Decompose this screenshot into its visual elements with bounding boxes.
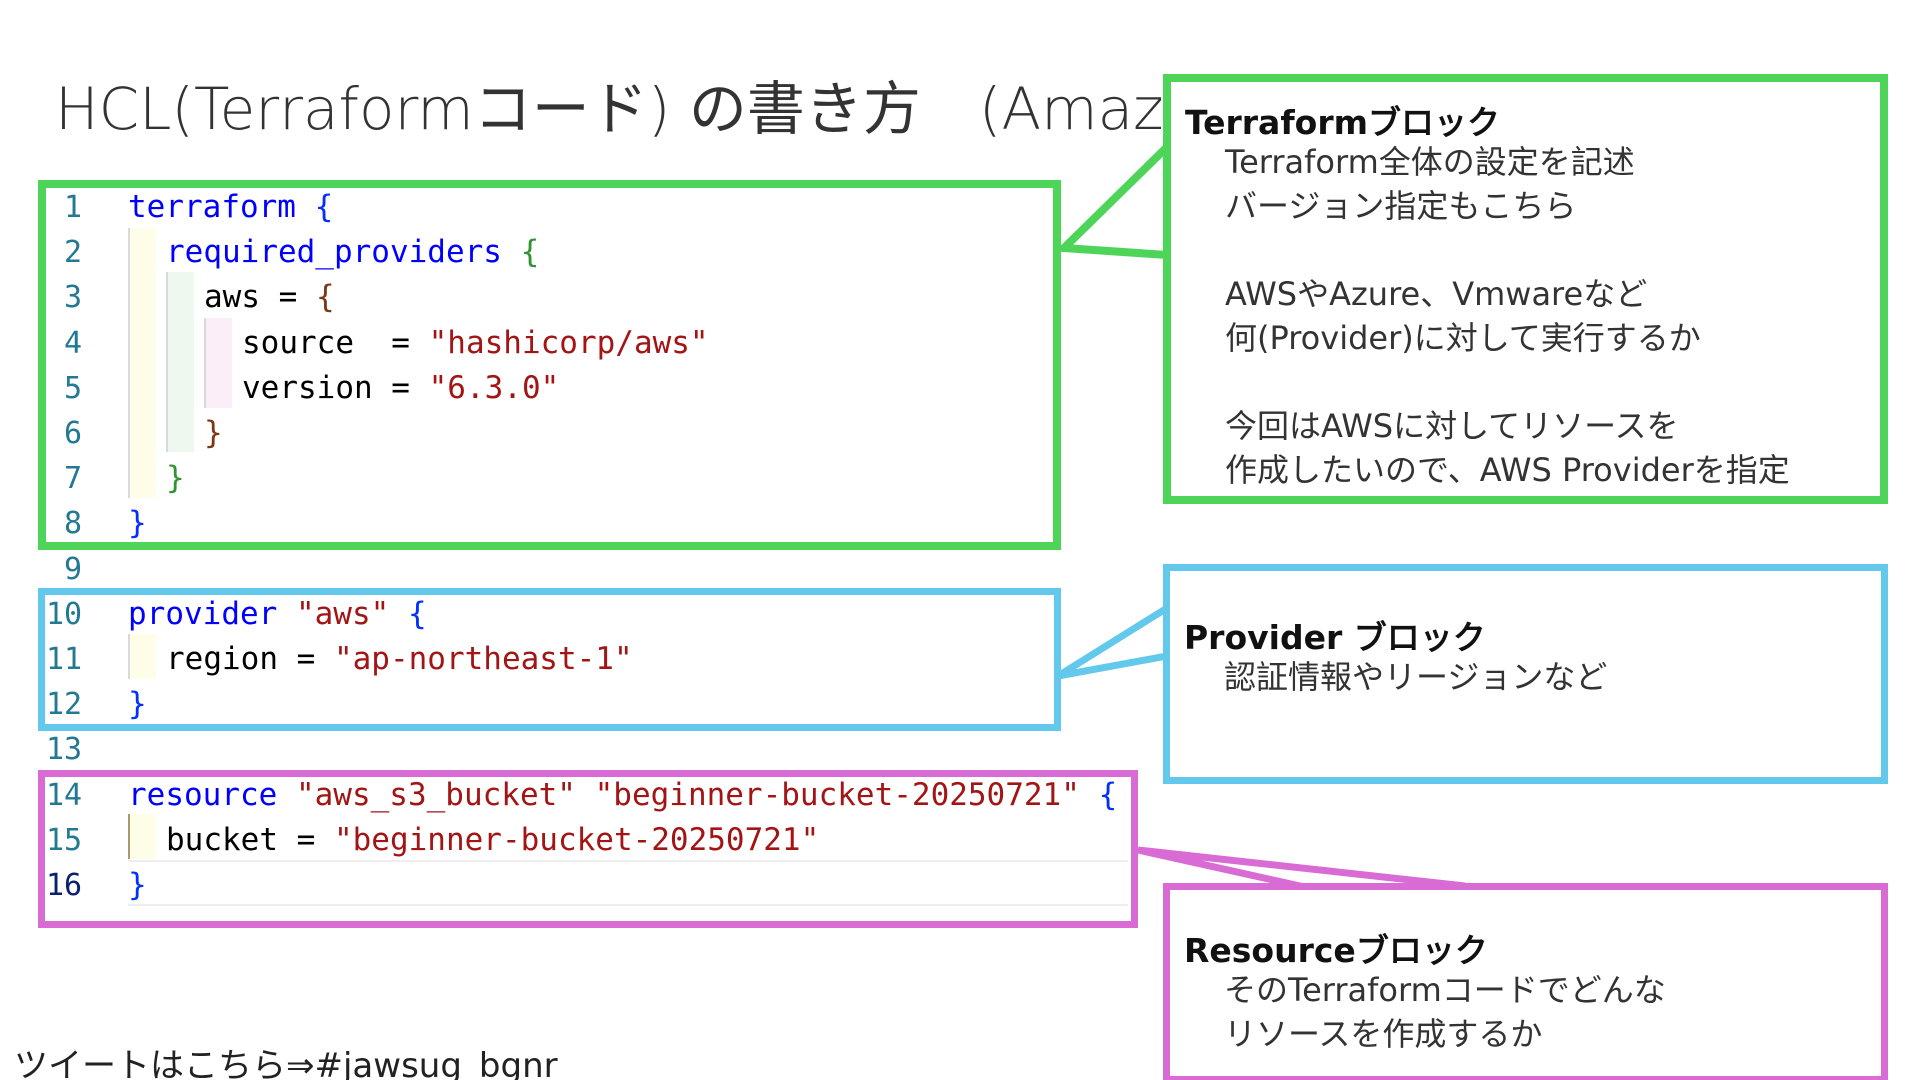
- line-number: 7: [63, 461, 82, 497]
- code-keyword: resource: [128, 776, 278, 813]
- line-number: 16: [46, 868, 83, 903]
- resource-callout-body: そのTerraformコードでどんな リソースを作成するか: [1224, 968, 1666, 1056]
- code-string: "aws_s3_bucket": [295, 776, 576, 813]
- indent-guide-line: [128, 814, 130, 859]
- note-line: バージョン指定もこちら: [1225, 187, 1577, 225]
- code-brace: {: [314, 189, 334, 225]
- code-line: resource "aws_s3_bucket" "beginner-bucke…: [128, 773, 1117, 818]
- code-line: terraform {: [128, 185, 333, 230]
- code-string: "aws": [295, 595, 390, 632]
- terraform-callout: Terraformブロック Terraform全体の設定を記述 バージョン指定も…: [1163, 74, 1888, 504]
- provider-block-frame: [38, 588, 1061, 731]
- note-line: 作成したいので、AWS Providerを指定: [1225, 451, 1790, 489]
- current-line-highlight: [128, 860, 1128, 906]
- line-number: 15: [46, 822, 83, 858]
- indent-guide-band-provider: [128, 634, 156, 679]
- line-number: 9: [63, 551, 82, 587]
- terraform-callout-heading: Terraformブロック: [1185, 103, 1501, 142]
- code-brace: }: [128, 867, 147, 903]
- tweet-hashtag: ツイートはこちら⇒#jawsug_bgnr: [14, 1046, 558, 1080]
- note-gap: [1225, 228, 1790, 272]
- code-brace: }: [204, 415, 223, 451]
- indent-guide-band-level3: [204, 318, 232, 408]
- code-brace: {: [407, 595, 427, 632]
- note-line: Terraform全体の設定を記述: [1225, 143, 1635, 181]
- line-number: 13: [46, 732, 83, 768]
- code-text: bucket =: [166, 821, 334, 858]
- code-text: source =: [242, 324, 429, 361]
- code-line: aws = {: [204, 275, 335, 320]
- code-line: }: [166, 456, 185, 501]
- code-line: source = "hashicorp/aws": [242, 321, 709, 366]
- line-number: 8: [63, 506, 82, 542]
- note-line: そのTerraformコードでどんな: [1224, 971, 1666, 1009]
- code-brace: {: [520, 234, 540, 271]
- code-text: version =: [242, 369, 429, 406]
- note-gap: [1225, 360, 1790, 404]
- line-number: 5: [63, 370, 82, 406]
- code-keyword: terraform: [128, 189, 296, 225]
- line-number: 1: [63, 190, 82, 225]
- resource-callout: Resourceブロック そのTerraformコードでどんな リソースを作成す…: [1163, 883, 1888, 1080]
- indent-guide-band-level1: [128, 228, 156, 498]
- provider-callout: Provider ブロック 認証情報やリージョンなど: [1163, 564, 1888, 784]
- provider-callout-body: 認証情報やリージョンなど: [1224, 655, 1607, 699]
- code-text: aws =: [204, 279, 316, 316]
- note-line: AWSやAzure、Vmwareなど: [1225, 275, 1648, 313]
- indent-guide-band-resource: [128, 814, 156, 859]
- code-line: }: [128, 863, 147, 908]
- resource-block-frame: [38, 770, 1138, 928]
- line-number: 6: [63, 416, 82, 451]
- code-text: region =: [166, 641, 334, 677]
- line-number: 14: [46, 777, 83, 813]
- code-string: "ap-northeast-1": [333, 641, 633, 677]
- indent-guide-line: [166, 272, 168, 452]
- slide-title: HCL(Terraformコード) の書き方 (Amazon S: [55, 75, 1292, 143]
- terraform-callout-pointer: [1054, 137, 1171, 260]
- terraform-callout-body: Terraform全体の設定を記述 バージョン指定もこちら AWSやAzure、…: [1225, 140, 1790, 492]
- note-line: 認証情報やリージョンなど: [1224, 658, 1608, 696]
- code-brace: {: [1098, 776, 1118, 813]
- code-brace: }: [128, 505, 147, 542]
- resource-callout-heading: Resourceブロック: [1184, 931, 1488, 970]
- indent-guide-line: [128, 634, 130, 679]
- line-number: 10: [46, 596, 83, 632]
- code-line: bucket = "beginner-bucket-20250721": [166, 818, 819, 863]
- code-string: "beginner-bucket-20250721": [333, 821, 820, 858]
- code-brace: }: [166, 460, 185, 497]
- note-line: 今回はAWSに対してリソースを: [1225, 407, 1679, 445]
- code-line: version = "6.3.0": [242, 366, 559, 411]
- code-line: }: [204, 411, 223, 456]
- line-number: 12: [46, 687, 83, 723]
- provider-callout-pointer: [1056, 601, 1171, 680]
- note-line: 何(Provider)に対して実行するか: [1225, 319, 1701, 357]
- code-line: required_providers {: [166, 230, 539, 275]
- note-line: リソースを作成するか: [1224, 1015, 1543, 1053]
- code-keyword: provider: [128, 595, 278, 632]
- terraform-block-frame: [38, 180, 1061, 550]
- code-line: }: [128, 501, 147, 546]
- indent-guide-line: [128, 228, 130, 498]
- line-number: 3: [63, 280, 82, 316]
- code-string: "hashicorp/aws": [428, 324, 709, 361]
- code-line: region = "ap-northeast-1": [166, 637, 633, 682]
- code-string: "6.3.0": [428, 369, 560, 406]
- line-number: 11: [46, 642, 83, 677]
- code-string: "beginner-bucket-20250721": [594, 776, 1080, 813]
- indent-guide-line: [204, 318, 206, 408]
- indent-guide-band-level2: [166, 272, 194, 452]
- code-keyword: required_providers: [166, 234, 502, 271]
- code-line: }: [128, 682, 147, 727]
- code-line: provider "aws" {: [128, 592, 427, 637]
- provider-callout-heading: Provider ブロック: [1184, 618, 1486, 657]
- code-brace: {: [315, 279, 335, 316]
- code-brace: }: [128, 686, 147, 723]
- line-number: 4: [63, 325, 82, 361]
- line-number: 2: [63, 235, 82, 271]
